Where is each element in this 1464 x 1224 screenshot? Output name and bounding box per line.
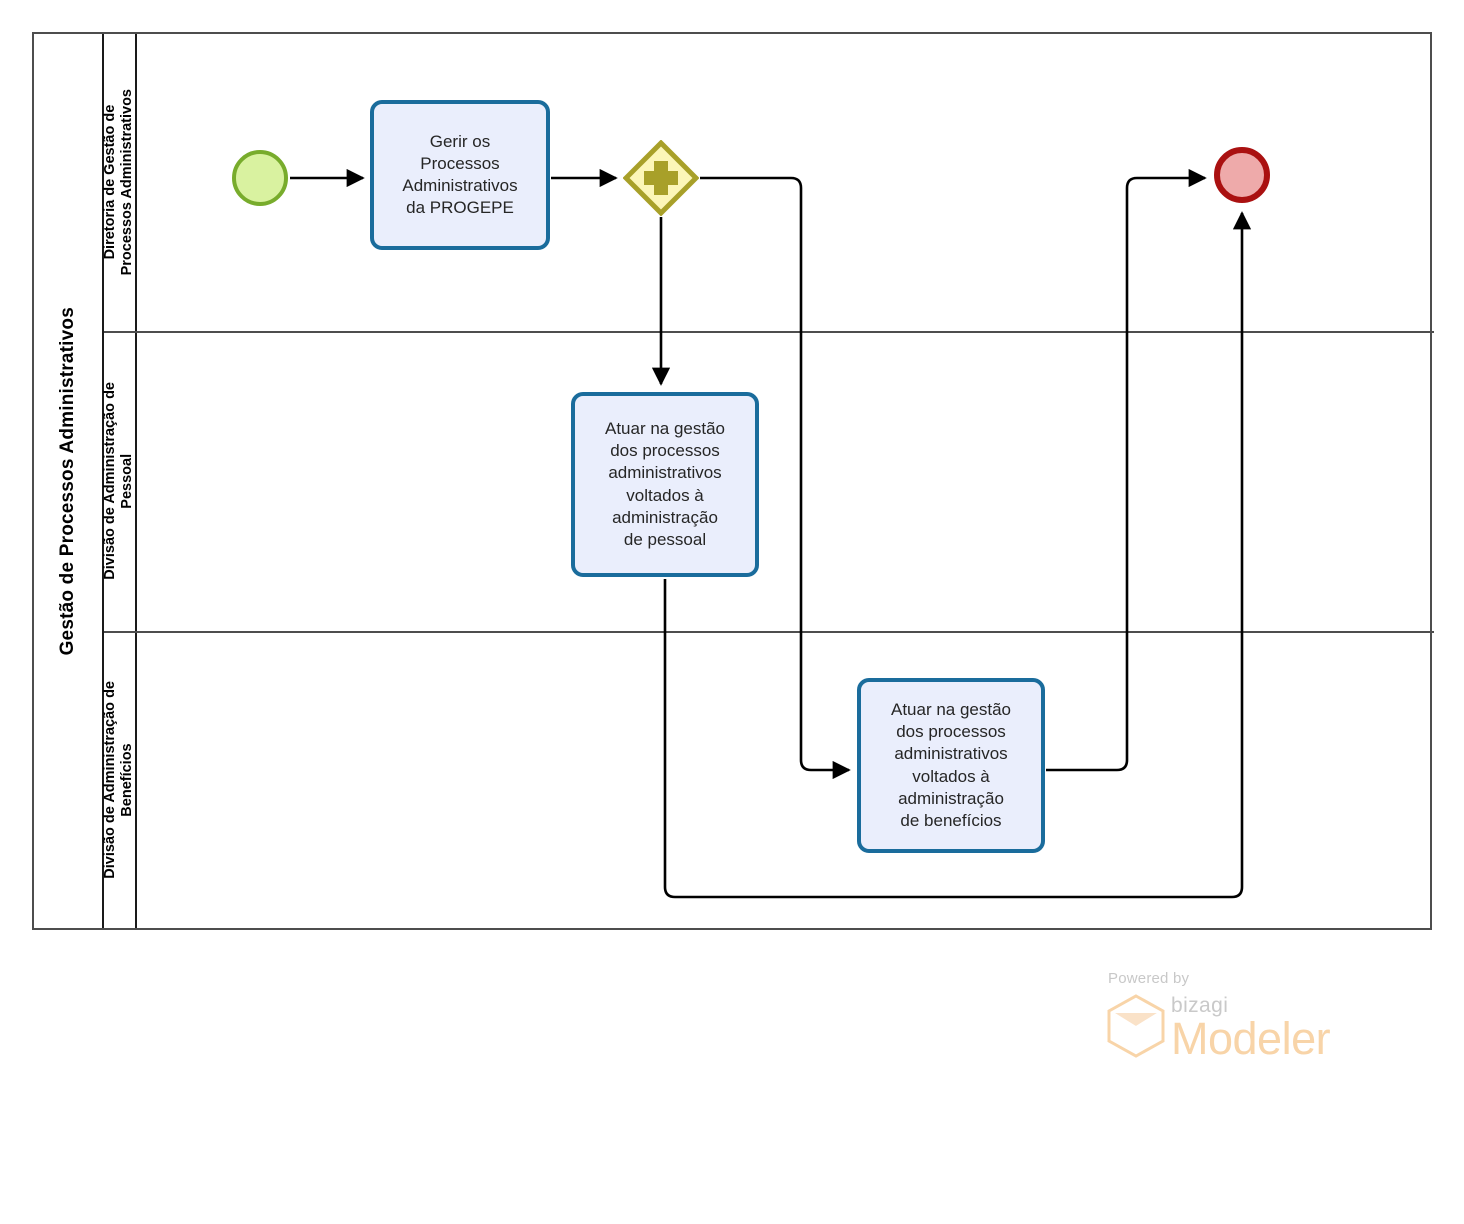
task-gerir-processos[interactable]: Gerir os Processos Administrativos da PR… <box>370 100 550 250</box>
end-event[interactable] <box>1214 147 1270 203</box>
task-gerir-processos-label: Gerir os Processos Administrativos da PR… <box>402 131 518 218</box>
lane-diretoria-label: Diretoria de Gestão de Processos Adminis… <box>102 89 136 276</box>
bizagi-wordmark: bizagi <box>1171 994 1229 1017</box>
lane-beneficios-header: Divisão de Administração de Benefícios <box>102 631 137 928</box>
lane-diretoria-header: Diretoria de Gestão de Processos Adminis… <box>102 34 137 331</box>
lane-beneficios[interactable]: Divisão de Administração de Benefícios <box>102 631 1434 928</box>
pool-header: Gestão de Processos Administrativos <box>34 34 104 928</box>
lane-beneficios-label: Divisão de Administração de Benefícios <box>102 680 136 879</box>
pool-label: Gestão de Processos Administrativos <box>57 306 78 656</box>
parallel-gateway[interactable] <box>623 140 699 216</box>
task-atuar-beneficios[interactable]: Atuar na gestão dos processos administra… <box>857 678 1045 853</box>
lane-divider-1 <box>104 331 1434 333</box>
task-atuar-beneficios-label: Atuar na gestão dos processos administra… <box>890 700 1012 830</box>
start-event[interactable] <box>232 150 288 206</box>
task-atuar-pessoal-label: Atuar na gestão dos processos administra… <box>604 419 726 549</box>
powered-by-label: Powered by <box>1108 970 1190 987</box>
modeler-wordmark: Modeler <box>1171 1013 1331 1064</box>
lane-pessoal-header: Divisão de Administração de Pessoal <box>102 331 137 631</box>
lane-diretoria[interactable]: Diretoria de Gestão de Processos Adminis… <box>102 34 1434 331</box>
lane-pessoal[interactable]: Divisão de Administração de Pessoal <box>102 331 1434 631</box>
plus-icon <box>644 161 678 195</box>
task-atuar-pessoal[interactable]: Atuar na gestão dos processos administra… <box>571 392 759 577</box>
lane-divider-2 <box>104 631 1434 633</box>
bizagi-logo-icon <box>1107 994 1165 1058</box>
lane-pessoal-label: Divisão de Administração de Pessoal <box>102 382 136 580</box>
bizagi-branding: Powered by bizagi Modeler <box>1105 970 1375 1075</box>
